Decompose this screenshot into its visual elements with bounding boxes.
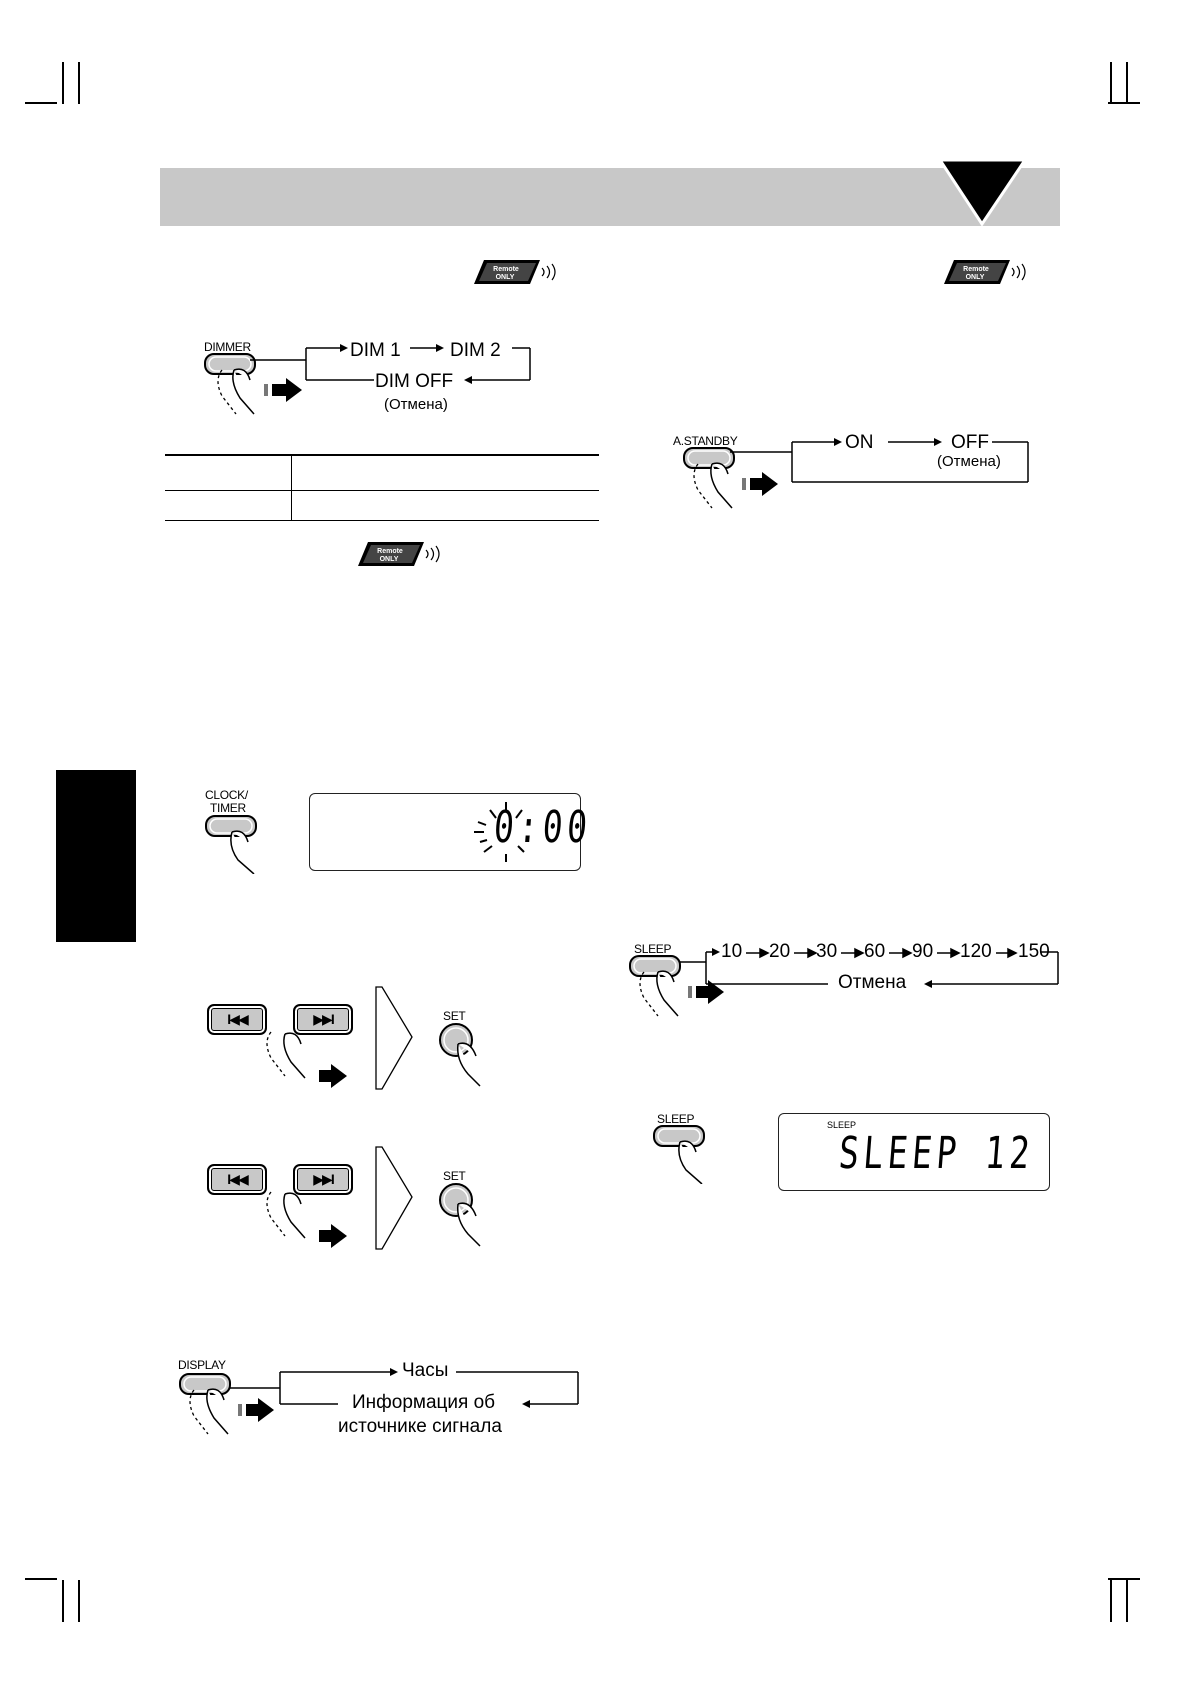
- clock-display-value: 0:00: [491, 802, 594, 853]
- sleep-display: SLEEP SLEEP 12: [778, 1113, 1050, 1191]
- set-button[interactable]: [436, 1022, 506, 1088]
- prev-button[interactable]: I◀◀: [207, 1164, 267, 1195]
- step-arrow-shape: [375, 986, 413, 1090]
- standby-cancel-note: (Отмена): [937, 453, 1001, 470]
- remote-only-icon: Remote ONLY: [944, 260, 1026, 284]
- sleep-flow-arrows: [680, 948, 1059, 988]
- finger-press-icon: [266, 1031, 347, 1088]
- dimmer-step-off: DIM OFF: [375, 371, 454, 392]
- sleep-value: 60: [864, 941, 886, 962]
- next-button[interactable]: ▶▶I: [293, 1164, 353, 1195]
- display-option-source-2: источнике сигнала: [338, 1416, 502, 1437]
- svg-text:ONLY: ONLY: [966, 274, 985, 281]
- remote-only-icon: Remote ONLY: [474, 260, 556, 284]
- dimmer-button-label: DIMMER: [204, 340, 251, 354]
- set-button-label: SET: [443, 1009, 466, 1023]
- svg-text:Remote: Remote: [963, 266, 989, 273]
- clock-display: 0:00: [309, 793, 593, 871]
- finger-press-icon: [266, 1191, 347, 1248]
- display-flow-arrows: [230, 1368, 579, 1408]
- dimmer-cancel-note: (Отмена): [384, 396, 448, 413]
- sleep-value: 90: [912, 941, 934, 962]
- sleep-indicator: SLEEP: [827, 1120, 857, 1130]
- standby-on: ON: [845, 432, 874, 453]
- display-button-label: DISPLAY: [178, 1358, 226, 1372]
- display-option-source-1: Информация об: [352, 1392, 496, 1413]
- sleep-button[interactable]: [626, 954, 736, 1018]
- sleep-button-label: SLEEP: [657, 1112, 695, 1126]
- header-bar-end: [920, 160, 1058, 227]
- sleep-button[interactable]: [652, 1124, 722, 1184]
- set-button[interactable]: [436, 1182, 506, 1248]
- timer-button-label: TIMER: [210, 801, 246, 815]
- standby-off: OFF: [951, 432, 989, 453]
- clock-button-label: CLOCK/: [205, 788, 248, 802]
- svg-text:Remote: Remote: [493, 266, 519, 273]
- svg-text:ONLY: ONLY: [380, 556, 399, 563]
- sleep-value: 10: [721, 941, 743, 962]
- sleep-display-value: SLEEP 12: [836, 1128, 1036, 1179]
- dimmer-button[interactable]: [200, 352, 310, 416]
- sleep-value: 20: [769, 941, 791, 962]
- next-button[interactable]: ▶▶I: [293, 1004, 353, 1035]
- step-arrow-shape: [375, 1146, 413, 1250]
- sleep-cancel: Отмена: [838, 972, 907, 993]
- dimmer-step-1: DIM 1: [350, 340, 401, 361]
- sleep-value: 120: [960, 941, 992, 962]
- sleep-value-arrows: [746, 947, 1018, 959]
- sleep-button-label: SLEEP: [634, 942, 672, 956]
- svg-text:Remote: Remote: [377, 548, 403, 555]
- remote-only-icon: Remote ONLY: [358, 542, 440, 566]
- display-option-clock: Часы: [402, 1360, 449, 1381]
- svg-text:ONLY: ONLY: [496, 274, 515, 281]
- standby-button-label: A.STANDBY: [673, 434, 738, 448]
- blink-icon: [474, 802, 525, 862]
- header-bar: [160, 168, 1060, 226]
- sleep-value: 30: [816, 941, 838, 962]
- standby-flow-arrows: [730, 438, 1029, 483]
- standby-button[interactable]: [680, 446, 790, 510]
- side-tab: [56, 770, 136, 942]
- clock-timer-button[interactable]: [204, 814, 274, 874]
- prev-button[interactable]: I◀◀: [207, 1004, 267, 1035]
- dimmer-flow-arrows: [250, 344, 531, 384]
- sleep-value: 150: [1018, 941, 1050, 962]
- set-button-label: SET: [443, 1169, 466, 1183]
- display-button[interactable]: [176, 1372, 286, 1436]
- dimmer-step-2: DIM 2: [450, 340, 501, 361]
